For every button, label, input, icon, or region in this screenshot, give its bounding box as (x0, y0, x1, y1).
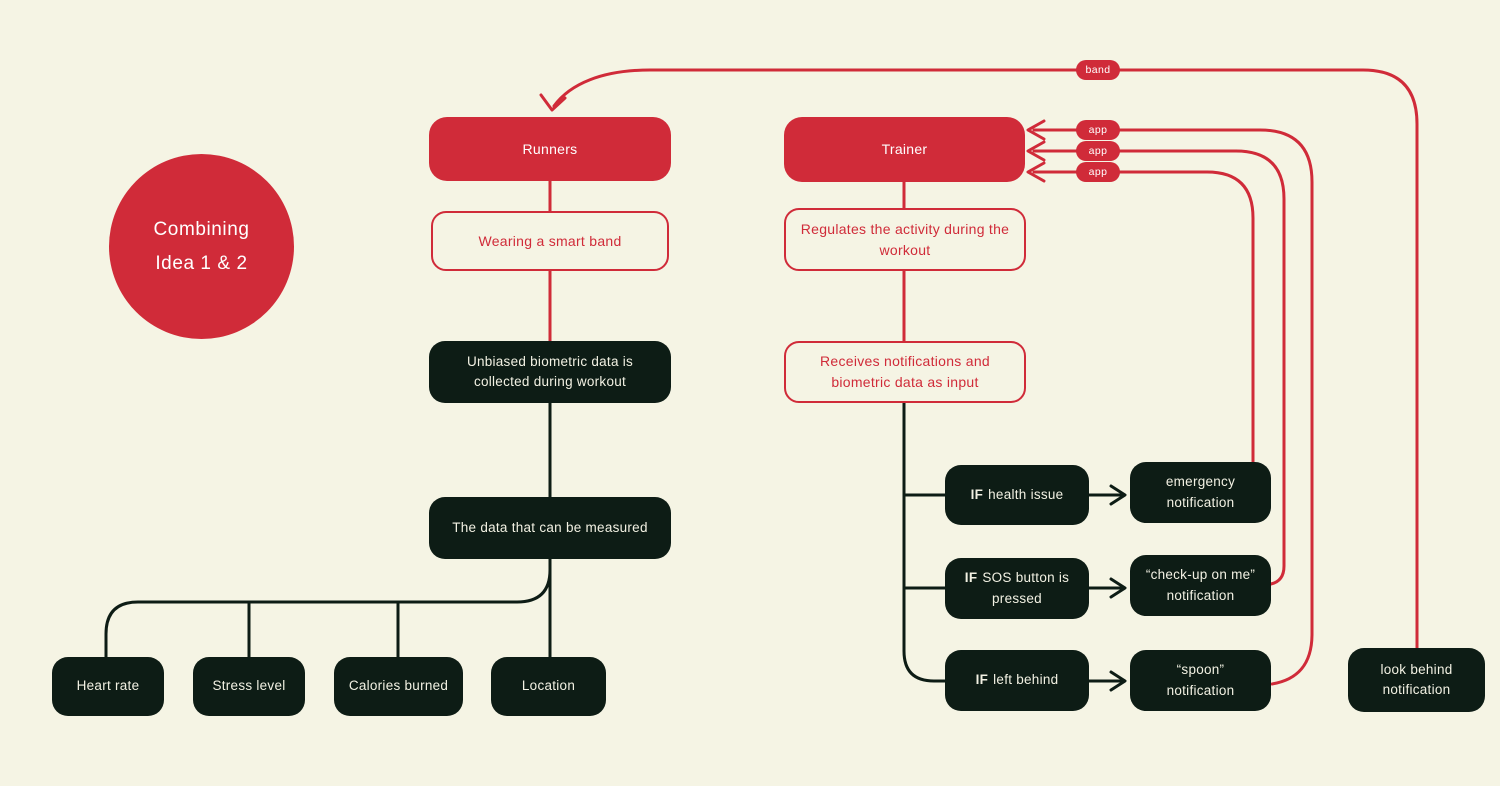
arrowhead-into-checkup (1109, 577, 1127, 599)
node-if-health-issue[interactable]: IF health issue (945, 465, 1089, 525)
node-wearing-smart-band[interactable]: Wearing a smart band (431, 211, 669, 271)
node-location[interactable]: Location (491, 657, 606, 716)
node-label: IF left behind (976, 670, 1059, 690)
connector-receives-if-left-behind[interactable] (902, 401, 947, 683)
node-label: “check-up on me” notification (1145, 567, 1256, 603)
if-condition: SOS button is pressed (982, 570, 1070, 606)
node-label: look behind notification (1380, 661, 1453, 697)
node-if-left-behind[interactable]: IF left behind (945, 650, 1089, 711)
arrowhead-app-top-into-trainer (1026, 119, 1046, 141)
arrowhead-band-into-runners (539, 93, 567, 112)
node-label: emergency notification (1165, 474, 1236, 510)
node-checkup-notification[interactable]: “check-up on me” notification (1130, 555, 1271, 616)
band-pill[interactable]: band (1076, 60, 1120, 80)
pill-label: app (1088, 166, 1108, 178)
node-calories-burned[interactable]: Calories burned (334, 657, 463, 716)
node-label: IF health issue (971, 485, 1064, 505)
node-label: Regulates the activity during the workou… (800, 220, 1010, 258)
node-label: Unbiased biometric data is collected dur… (466, 353, 634, 389)
arrowhead-app-bottom-into-trainer (1026, 161, 1046, 183)
arrowhead-app-middle-into-trainer (1026, 140, 1046, 162)
node-label: Runners (522, 140, 578, 157)
node-unbiased-biometric-data[interactable]: Unbiased biometric data is collected dur… (429, 341, 671, 403)
pill-label: band (1085, 64, 1111, 76)
connector-app-emergency-trainer[interactable] (1032, 170, 1255, 464)
connector-app-checkup-trainer[interactable] (1032, 149, 1286, 586)
pill-label: app (1088, 124, 1108, 136)
node-data-measured[interactable]: The data that can be measured (429, 497, 671, 559)
app-pill-bottom[interactable]: app (1076, 162, 1120, 182)
pill-label: app (1088, 145, 1108, 157)
node-heart-rate[interactable]: Heart rate (52, 657, 164, 716)
if-keyword: IF (964, 570, 978, 586)
node-label: Stress level (212, 678, 286, 694)
if-condition: left behind (993, 672, 1059, 688)
node-label: Receives notifications and biometric dat… (820, 353, 990, 390)
node-if-sos-pressed[interactable]: IF SOS button is pressed (945, 558, 1089, 619)
node-runners[interactable]: Runners (429, 117, 671, 181)
if-condition: health issue (988, 486, 1064, 502)
node-label: The data that can be measured (452, 519, 648, 535)
title-circle[interactable]: Combining Idea 1 & 2 (109, 154, 294, 339)
node-label: Calories burned (348, 678, 449, 694)
node-label: Heart rate (76, 678, 140, 694)
node-regulates-activity[interactable]: Regulates the activity during the workou… (784, 208, 1026, 271)
node-receives-notifications[interactable]: Receives notifications and biometric dat… (784, 341, 1026, 403)
if-keyword: IF (970, 486, 984, 502)
node-trainer[interactable]: Trainer (784, 117, 1025, 182)
arrowhead-into-emergency (1109, 484, 1127, 506)
connector-app-spoon-trainer[interactable] (1032, 128, 1314, 686)
arrowhead-into-spoon (1109, 670, 1127, 692)
node-label: “spoon” notification (1166, 662, 1235, 698)
connector-band-loop[interactable] (552, 68, 1419, 650)
node-label: Location (521, 678, 576, 694)
app-pill-middle[interactable]: app (1076, 141, 1120, 161)
node-stress-level[interactable]: Stress level (193, 657, 305, 716)
node-label: Trainer (881, 141, 928, 157)
title-line-1: Combining (153, 219, 250, 241)
title-line-2: Idea 1 & 2 (155, 252, 248, 274)
node-label: IF SOS button is pressed (959, 568, 1075, 609)
node-spoon-notification[interactable]: “spoon” notification (1130, 650, 1271, 711)
if-keyword: IF (975, 672, 989, 688)
app-pill-top[interactable]: app (1076, 120, 1120, 140)
node-look-behind-notification[interactable]: look behind notification (1348, 648, 1485, 712)
connector-measured-heart-rate[interactable] (104, 568, 552, 659)
node-emergency-notification[interactable]: emergency notification (1130, 462, 1271, 523)
node-label: Wearing a smart band (478, 232, 622, 249)
